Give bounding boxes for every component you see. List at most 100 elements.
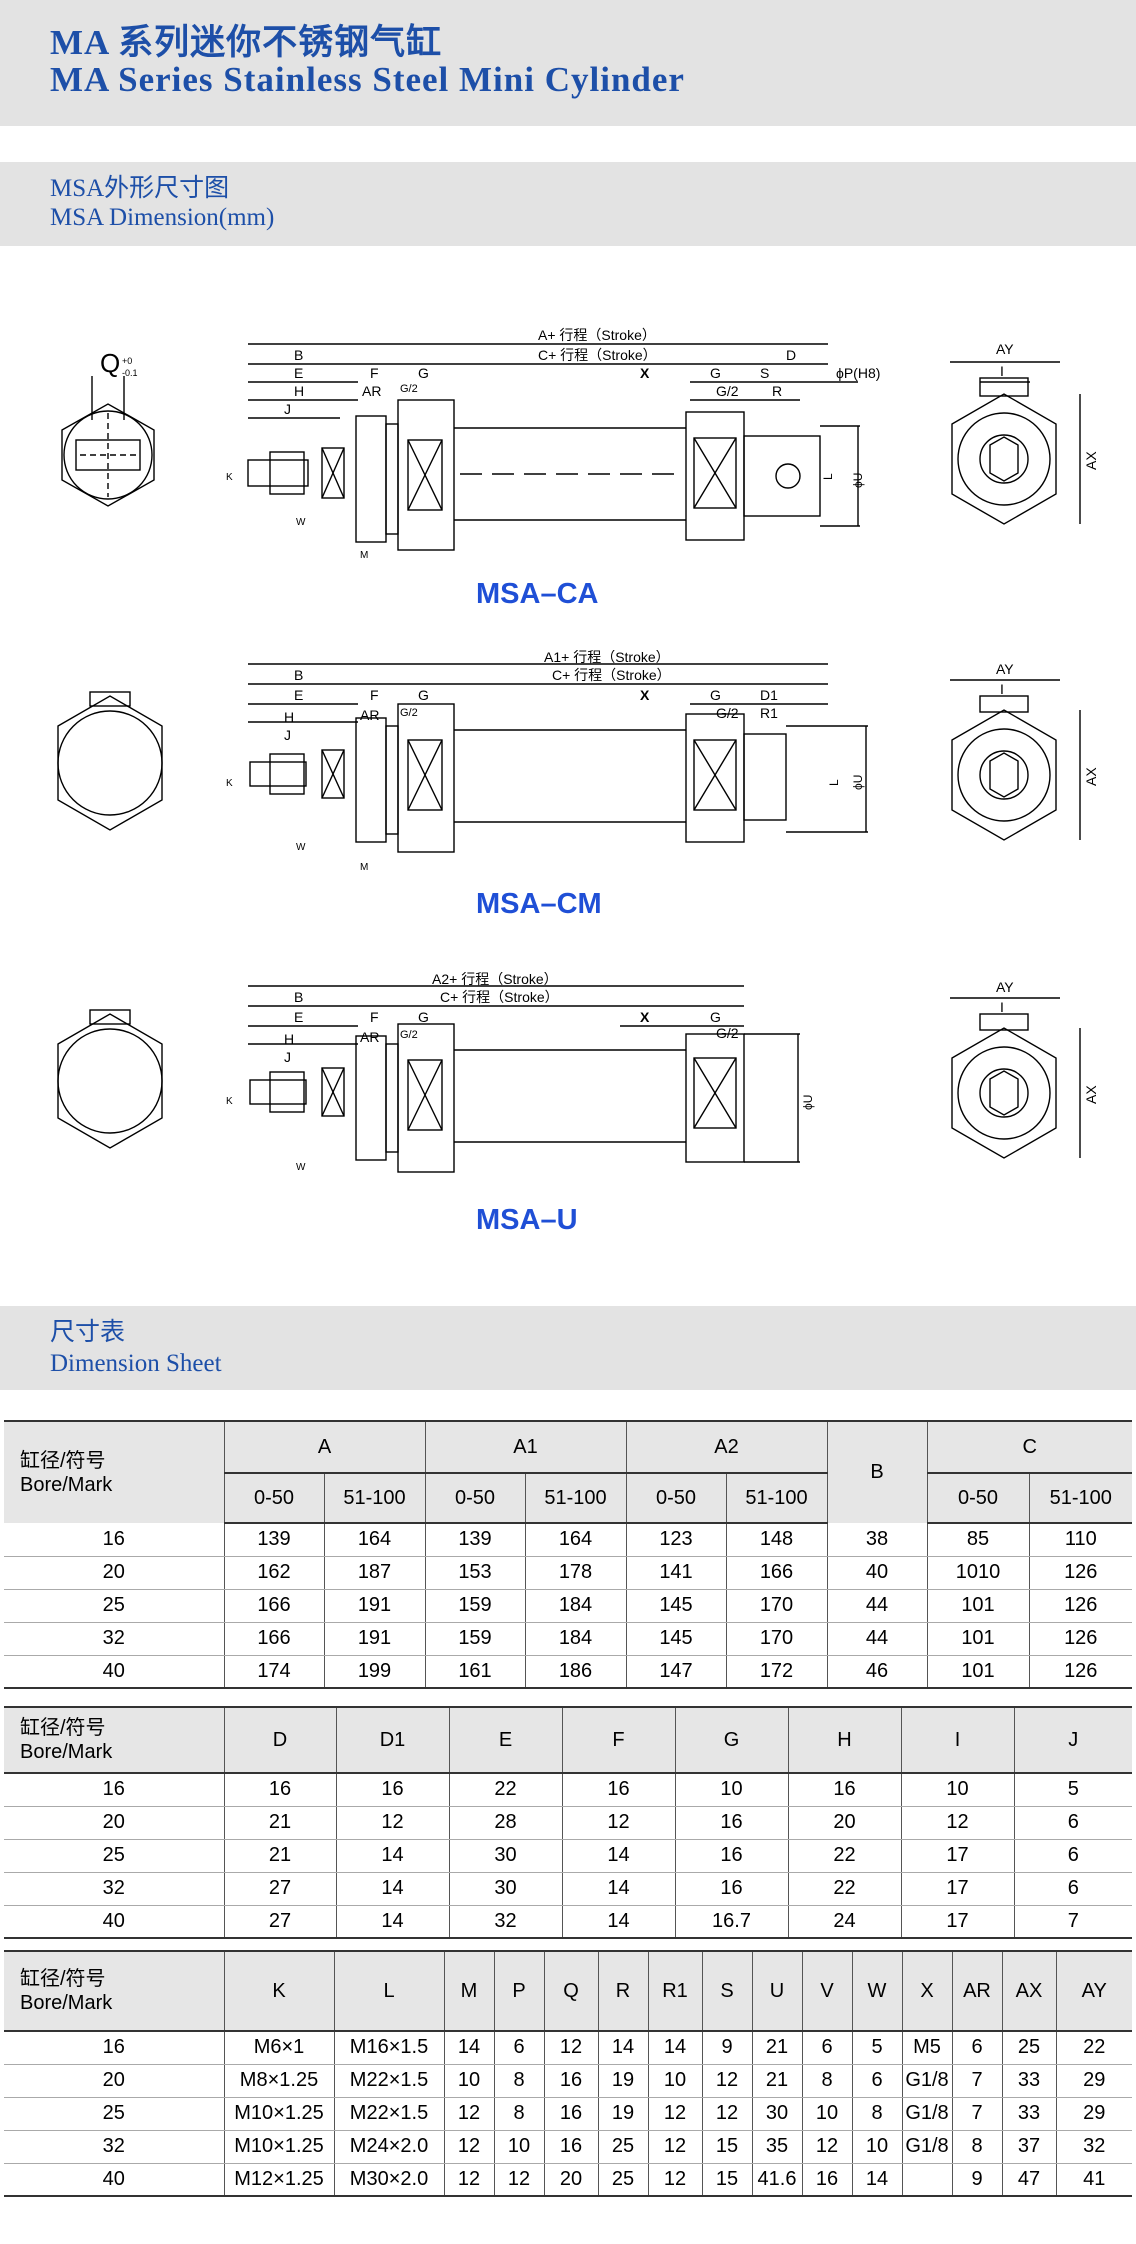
svg-text:J: J — [284, 727, 291, 743]
model-label-msa-ca: MSA–CA — [476, 578, 599, 610]
header-l: L — [333, 1950, 445, 2032]
table-cell: 162 — [223, 1556, 325, 1590]
table-cell: 17 — [900, 1839, 1015, 1873]
table-cell: 1010 — [926, 1556, 1030, 1590]
section-title-en: MSA Dimension(mm) — [50, 204, 275, 231]
table-cell: 16 — [787, 1773, 902, 1807]
table-cell: 5 — [1013, 1773, 1132, 1807]
table-cell: M30×2.0 — [333, 2163, 445, 2197]
table-cell: 16 — [543, 2064, 599, 2098]
table-cell: 123 — [625, 1523, 727, 1557]
table-cell: 139 — [223, 1523, 325, 1557]
table-cell: 10 — [674, 1773, 789, 1807]
svg-text:G/2: G/2 — [716, 1025, 739, 1041]
table-cell: 22 — [1055, 2031, 1132, 2065]
svg-text:AY: AY — [996, 341, 1014, 357]
table-cell: 199 — [323, 1655, 426, 1689]
model-label-msa-u: MSA–U — [476, 1204, 578, 1236]
header-w: W — [851, 1950, 903, 2032]
table-cell: 148 — [725, 1523, 828, 1557]
bore-cell: 40 — [4, 2163, 225, 2197]
table-cell: 21 — [223, 1806, 337, 1840]
table-cell: 17 — [900, 1872, 1015, 1906]
table-cell: 20 — [543, 2163, 599, 2197]
model-label-msa-cm: MSA–CM — [476, 888, 602, 920]
side-view-hex — [951, 393, 1057, 525]
sub-header: 0-50 — [224, 1472, 325, 1524]
svg-text:H: H — [294, 383, 304, 399]
svg-text:D: D — [786, 347, 796, 363]
table-cell: 37 — [1001, 2130, 1057, 2164]
table-cell: 6 — [801, 2031, 853, 2065]
svg-text:AX: AX — [1083, 767, 1099, 786]
sheet-title-en: Dimension Sheet — [50, 1350, 222, 1377]
table-cell: 46 — [826, 1655, 928, 1689]
table-cell: 10 — [851, 2130, 903, 2164]
table-cell: 10 — [801, 2097, 853, 2131]
table-cell: 170 — [725, 1589, 828, 1623]
svg-text:D1: D1 — [760, 687, 778, 703]
svg-text:G: G — [710, 365, 721, 381]
table-cell: 12 — [900, 1806, 1015, 1840]
table-cell: 16 — [674, 1839, 789, 1873]
bore-cell: 32 — [4, 1622, 225, 1656]
bore-cell: 40 — [4, 1655, 225, 1689]
bore-cell: 32 — [4, 2130, 225, 2164]
header-c: C — [926, 1420, 1133, 1473]
svg-text:E: E — [294, 365, 303, 381]
table-cell: 10 — [647, 2064, 703, 2098]
header-d: D — [223, 1706, 337, 1774]
header-g: G — [674, 1706, 789, 1774]
table-cell: 126 — [1028, 1622, 1133, 1656]
table-cell: 14 — [335, 1905, 450, 1939]
table-cell: 6 — [1013, 1839, 1132, 1873]
table-cell: 38 — [826, 1523, 928, 1557]
table-cell: 159 — [424, 1589, 526, 1623]
svg-text:X: X — [640, 1009, 650, 1025]
table-cell: 12 — [335, 1806, 450, 1840]
table-cell: 30 — [751, 2097, 803, 2131]
table-cell: 24 — [787, 1905, 902, 1939]
header-u: U — [751, 1950, 803, 2032]
table-cell: 44 — [826, 1622, 928, 1656]
sub-header: 0-50 — [926, 1472, 1030, 1524]
table-cell: 47 — [1001, 2163, 1057, 2197]
table-cell: 101 — [926, 1622, 1030, 1656]
drawing-msa-ca: Q +0 -0.1 A+ 行程（Stroke） C+ 行程（Stroke） B … — [61, 327, 1099, 561]
header-s: S — [701, 1950, 753, 2032]
sub-header: 51-100 — [524, 1472, 627, 1524]
table-cell: 6 — [493, 2031, 545, 2065]
table-cell: 6 — [1013, 1872, 1132, 1906]
svg-text:G: G — [710, 687, 721, 703]
svg-text:Q: Q — [100, 348, 120, 378]
header-v: V — [801, 1950, 853, 2032]
table-cell: 164 — [323, 1523, 426, 1557]
table-cell: 14 — [597, 2031, 649, 2065]
table-cell: 16.7 — [674, 1905, 789, 1939]
section-band-sheet — [0, 1306, 1136, 1390]
svg-text:G: G — [418, 687, 429, 703]
table-cell: 27 — [223, 1905, 337, 1939]
table-cell: 7 — [951, 2064, 1003, 2098]
table-cell: 12 — [801, 2130, 853, 2164]
svg-text:L: L — [821, 473, 835, 480]
table-cell: 184 — [524, 1589, 627, 1623]
page-title-cn: MA 系列迷你不锈钢气缸 — [50, 23, 443, 62]
table-cell: 8 — [951, 2130, 1003, 2164]
svg-text:M: M — [360, 550, 368, 561]
header-band — [0, 0, 1136, 126]
table-cell: 16 — [561, 1773, 676, 1807]
svg-text:W: W — [296, 1162, 306, 1173]
end-view-hex — [61, 403, 155, 507]
table-cell: 16 — [223, 1773, 337, 1807]
table-cell: 25 — [597, 2130, 649, 2164]
drawing-msa-u: A2+ 行程（Stroke） C+ 行程（Stroke） B E H J F A… — [57, 972, 1099, 1173]
bore-cell: 25 — [4, 1589, 225, 1623]
table-cell: 170 — [725, 1622, 828, 1656]
table-cell: 101 — [926, 1655, 1030, 1689]
table-cell: M22×1.5 — [333, 2064, 445, 2098]
table-cell: 126 — [1028, 1556, 1133, 1590]
